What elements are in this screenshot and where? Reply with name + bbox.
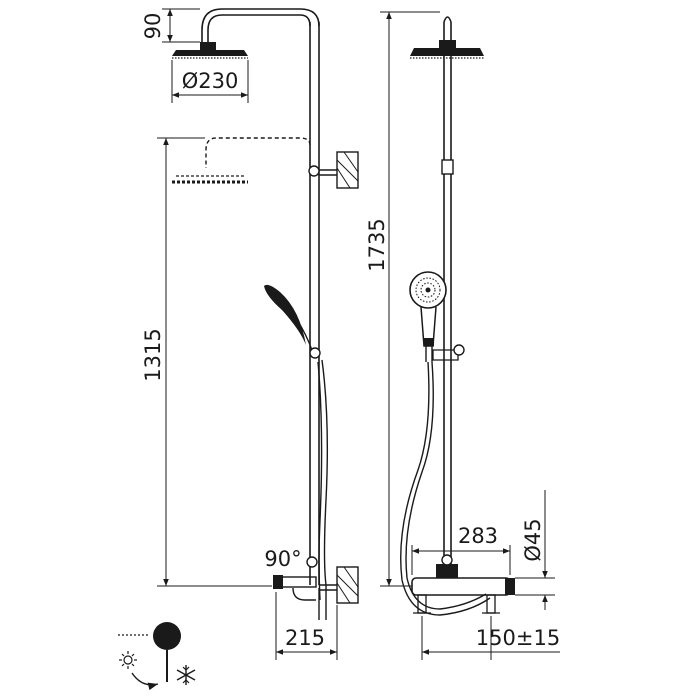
front-mixer	[411, 554, 515, 614]
dim-inlet-centers: 150±15	[421, 616, 560, 660]
temperature-legend	[118, 622, 196, 691]
side-hose	[321, 359, 329, 620]
label-spout-projection: 215	[285, 626, 325, 650]
label-mixer-angle: 90°	[264, 547, 301, 571]
front-view	[400, 16, 515, 616]
label-rail-height: 1315	[141, 328, 165, 381]
side-riser-pipe	[309, 22, 320, 585]
dim-rail-height: 1315	[141, 137, 272, 587]
cold-snowflake-icon	[176, 665, 196, 685]
front-hand-shower	[409, 271, 465, 362]
label-pipe-diameter: Ø45	[521, 518, 545, 561]
dim-head-height: 90	[141, 8, 200, 43]
rotate-arrow-icon	[131, 672, 159, 691]
dim-mixer-angle: 90°	[264, 547, 301, 571]
side-hand-shower	[264, 284, 321, 359]
dim-pipe-diameter: Ø45	[515, 490, 555, 610]
label-arm-reach: 283	[458, 524, 498, 548]
dim-head-diameter: Ø230	[171, 60, 249, 103]
label-inlet-centers: 150±15	[476, 626, 560, 650]
hot-sun-icon	[119, 651, 137, 669]
front-riser-pipe	[441, 16, 454, 578]
dim-total-height: 1735	[365, 11, 440, 587]
label-head-height: 90	[141, 13, 165, 40]
side-shower-head	[172, 42, 248, 59]
label-total-height: 1735	[365, 218, 389, 271]
side-lowered-head-dashed	[172, 137, 311, 184]
side-view	[172, 8, 359, 620]
dim-arm-reach: 283	[411, 524, 511, 575]
dim-spout-projection: 215	[275, 592, 338, 660]
label-head-diameter: Ø230	[182, 69, 239, 93]
side-wall-bracket-lower	[319, 566, 359, 604]
side-mixer	[273, 556, 320, 620]
front-hose	[400, 361, 491, 616]
side-top-arm	[207, 14, 311, 42]
front-shower-head	[410, 40, 484, 59]
side-wall-bracket-upper	[308, 151, 359, 189]
mixer-handle-icon	[153, 622, 181, 650]
